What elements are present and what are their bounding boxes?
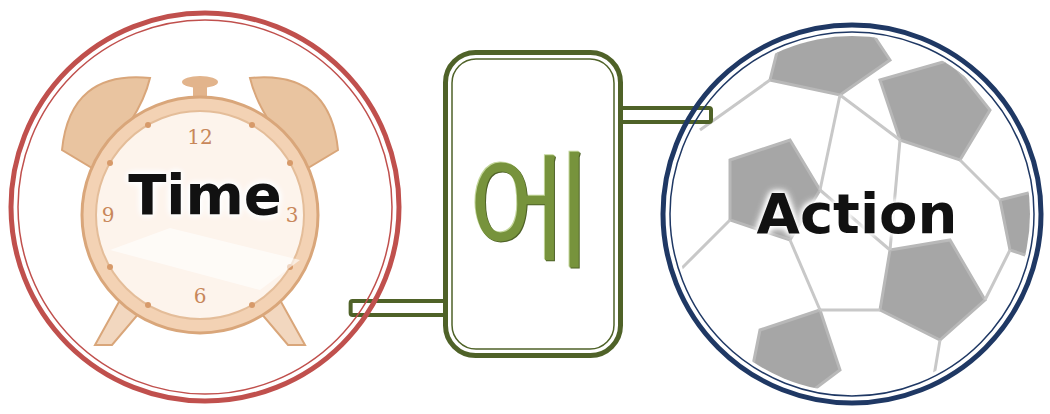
clock-number: 3 (286, 205, 299, 225)
clock-number: 12 (187, 127, 212, 147)
outer-ring (663, 25, 1041, 403)
alarm-clock (62, 76, 338, 345)
outer-ring (11, 13, 399, 401)
outer-border (446, 53, 621, 356)
inner-ring (670, 32, 1034, 396)
inner-border (452, 59, 614, 349)
inner-ring (18, 20, 392, 394)
node-text: 에 (468, 133, 598, 276)
circle-node: Time (8, 10, 402, 404)
clock-number: 6 (194, 286, 207, 306)
node-text: Action (757, 183, 958, 245)
soccer-ball (674, 30, 1040, 400)
rounded-box: 에 (443, 50, 623, 358)
node-text: Time (128, 164, 282, 226)
clock-number: 9 (102, 205, 115, 225)
circle-node: Action (660, 22, 1044, 406)
